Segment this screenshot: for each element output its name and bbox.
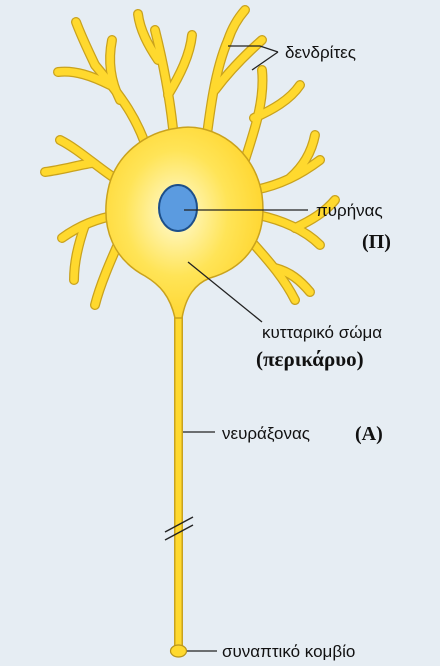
synaptic-knob-label: συναπτικό κομβίο: [222, 642, 355, 661]
synaptic-knob: [171, 645, 187, 657]
cell-body-alt-label: (περικάρυο): [256, 347, 364, 371]
nucleus: [159, 185, 197, 231]
dendrites-label: δενδρίτες: [285, 43, 356, 62]
axon-shaft: [176, 300, 182, 650]
nucleus-letter-label: (Π): [362, 231, 391, 253]
axon-label: νευράξονας: [222, 424, 310, 443]
nucleus-label: πυρήνας: [316, 201, 383, 220]
axon-letter-label: (A): [355, 423, 383, 445]
cell-body-label: κυτταρικό σώμα: [262, 323, 382, 342]
